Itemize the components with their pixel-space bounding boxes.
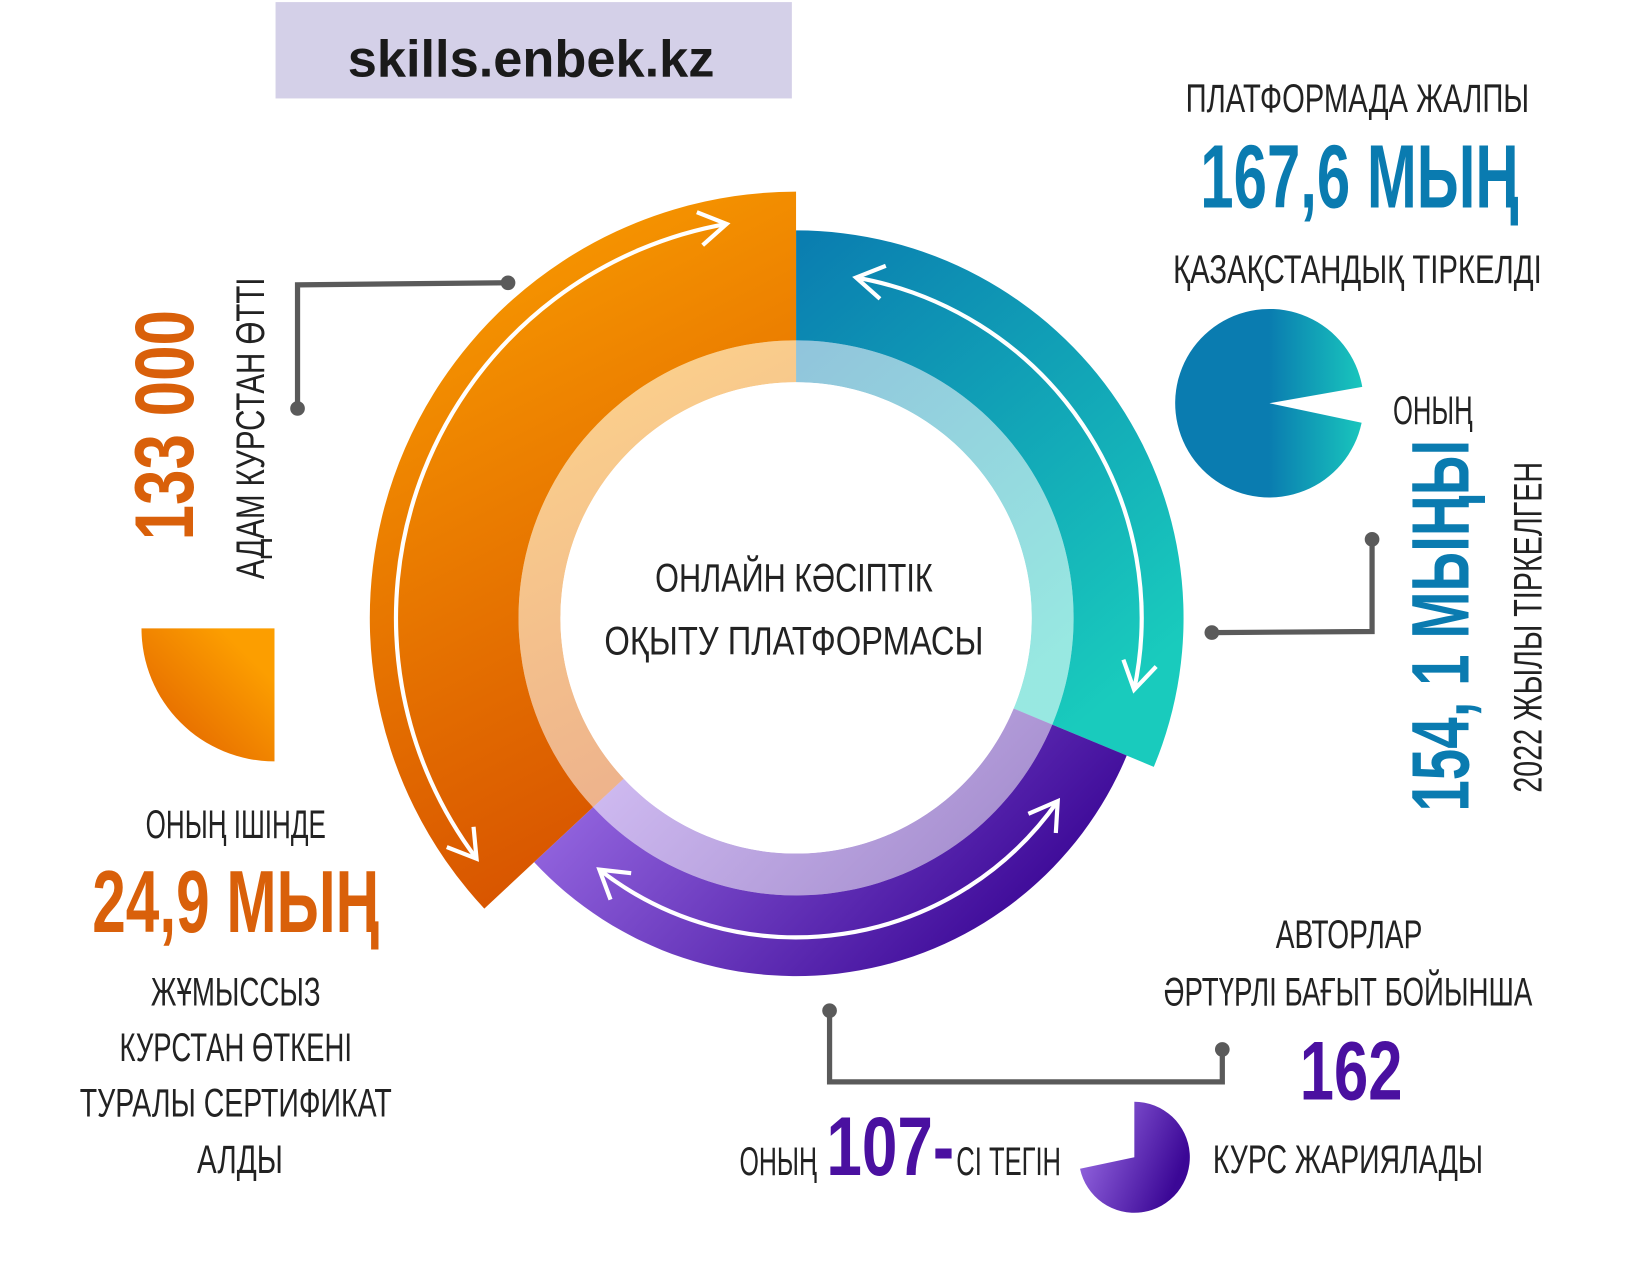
teal-inner-ring [796,340,1074,725]
orange-quarter-pie-icon [141,628,275,762]
purple-pie-icon [1080,1101,1190,1213]
registered-value: 167,6 МЫҢ [1200,126,1518,227]
teal-segment [796,230,1184,767]
purple-arrowhead-end-icon [596,867,632,901]
courses-label-bottom: КУРС ЖАРИЯЛАДЫ [1213,1138,1483,1182]
registered-label-bottom: ҚАЗАҚСТАНДЫҚ ТІРКЕЛДІ [1173,248,1542,292]
header-banner [275,2,792,99]
completed-value: 133 000 [117,310,211,540]
registered-sub-value: 154, 1 МЫҢЫ [1395,440,1486,812]
completed-line-3: ТУРАЛЫ СЕРТИФИКАТ [80,1081,392,1125]
free-suffix: СІ ТЕГІН [956,1140,1061,1184]
registered-sub-prefix: ОНЫҢ [1393,389,1473,433]
center-title-line2: ОҚЫТУ ПЛАТФОРМАСЫ [604,620,983,664]
free-value: 107- [826,1099,954,1193]
completed-line-4: АЛДЫ [197,1138,283,1182]
completed-line-1: ЖҰМЫССЫЗ [151,970,321,1014]
free-prefix: ОНЫҢ [739,1140,817,1184]
teal-pie-icon [1175,308,1363,498]
registered-label-top: ПЛАТФОРМАДА ЖАЛПЫ [1186,77,1530,121]
orange-arrow-arc [393,221,727,860]
completed-sub-value: 24,9 МЫҢ [92,852,379,951]
courses-value: 162 [1300,1024,1403,1118]
center-title-line1: ОНЛАЙН КӘСІПТІК [655,555,933,601]
connector-lines [294,280,1375,1085]
purple-arrowhead-start-icon [1027,797,1061,834]
registered-sub-label: 2022 ЖЫЛЫ ТІРКЕЛГЕН [1507,462,1551,793]
courses-label-top2: ӘРТҮРЛІ БАҒЫТ БОЙЫНША [1164,968,1533,1014]
teal-arrowhead-end-icon [1121,658,1158,694]
teal-arrow-arc [855,275,1144,691]
orange-arrowhead-end-icon [696,210,731,247]
courses-label-top1: АВТОРЛАР [1276,913,1423,957]
connector-left [294,280,509,409]
teal-arrowhead-start-icon [852,263,887,301]
completed-sub-prefix: ОНЫҢ ІШІНДЕ [146,803,326,847]
site-title: skills.enbek.kz [348,30,715,88]
completed-line-2: КУРСТАН ӨТКЕНІ [119,1026,352,1070]
orange-arrowhead-start-icon [446,826,479,862]
purple-inner-ring [593,708,1053,896]
connector-right [1211,539,1375,636]
completed-label: АДАМ КУРСТАН ӨТТІ [229,278,273,580]
connector-bottom [826,1010,1225,1085]
ring-diagram [369,191,1184,977]
center-circle [560,382,1032,854]
purple-arrow-arc [598,799,1060,940]
connector-dots [290,275,1380,1057]
orange-inner-ring [518,340,797,808]
purple-segment [534,724,1127,977]
orange-segment [369,191,797,909]
